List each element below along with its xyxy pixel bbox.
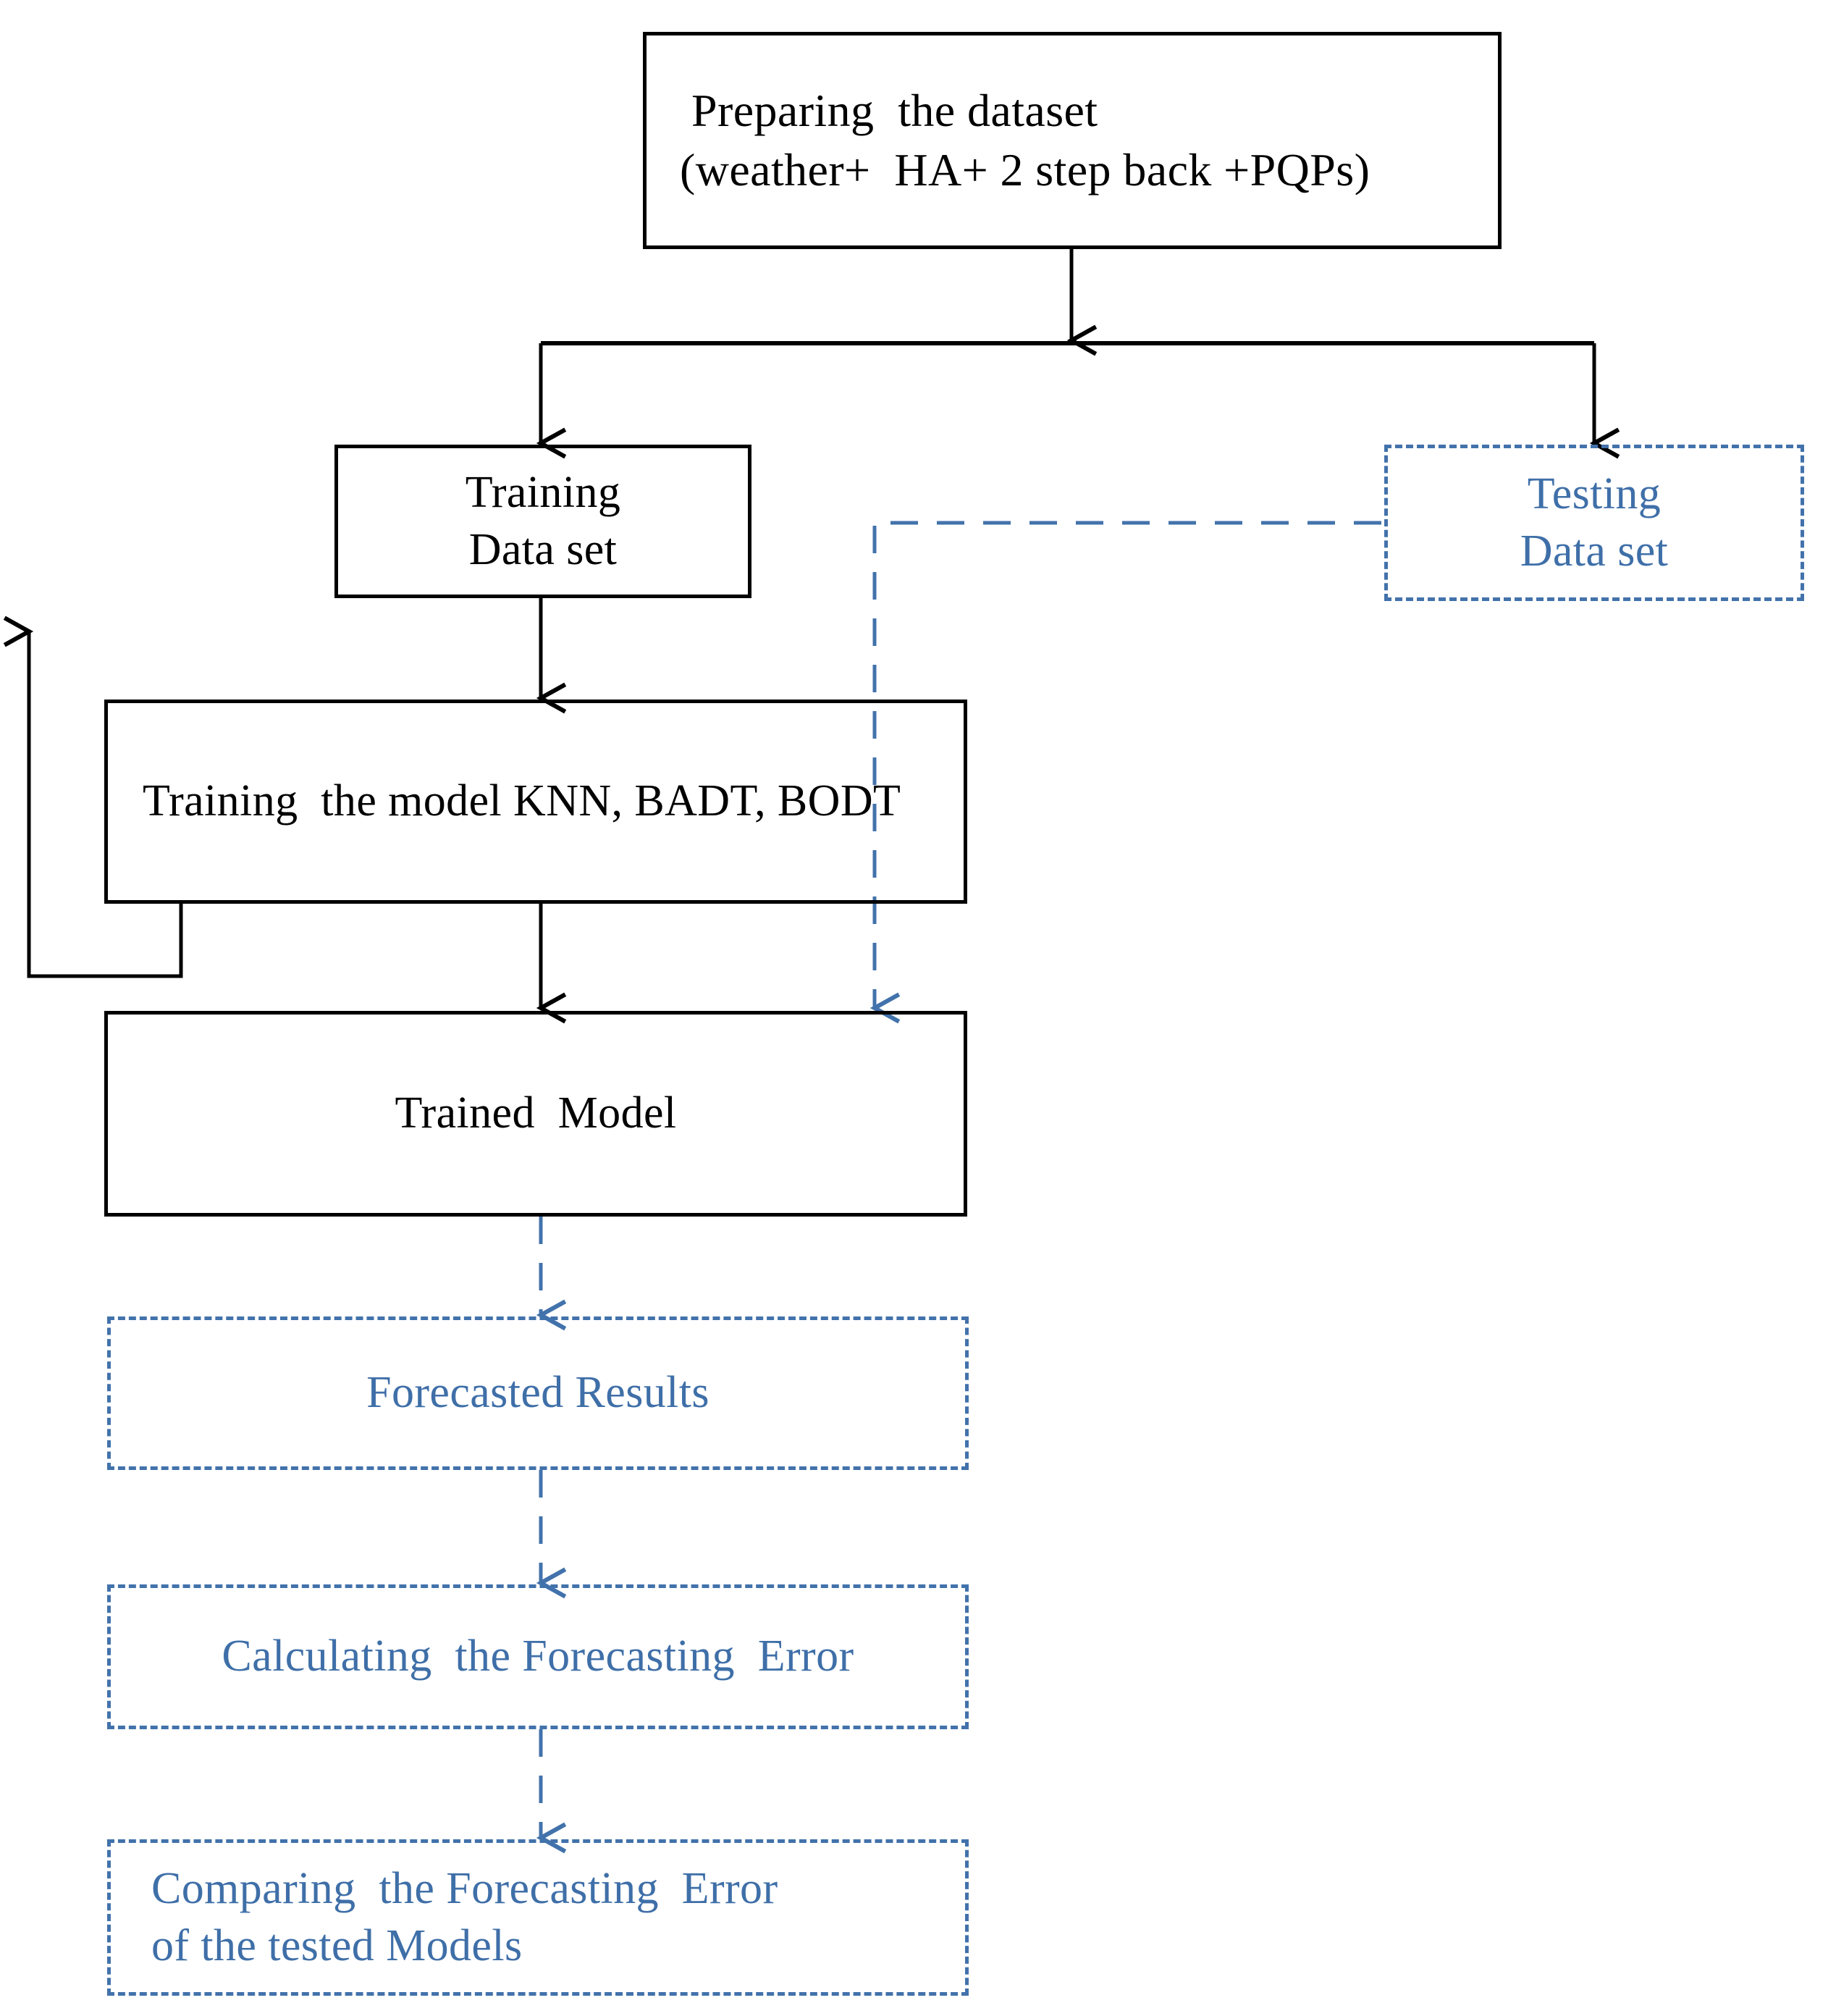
node-calculating-forecasting-error-line1: Calculating the Forecasting Error xyxy=(222,1631,854,1681)
node-forecasted-results[interactable]: Forecasted Results xyxy=(107,1316,969,1470)
node-training-data-set-line2: Data set xyxy=(468,525,618,574)
node-prepare-dataset-line2: (weather+ HA+ 2 step back +PQPs) xyxy=(680,144,1370,196)
node-trained-model-line1: Trained Model xyxy=(395,1088,677,1138)
node-calculating-forecasting-error[interactable]: Calculating the Forecasting Error xyxy=(107,1584,969,1729)
edge-model-retrain-loop xyxy=(3,616,183,978)
node-forecasted-results-line1: Forecasted Results xyxy=(366,1368,709,1418)
node-training-the-model-line1: Training the model KNN, BADT, BODT xyxy=(143,776,901,826)
node-testing-data-set[interactable]: Testing Data set xyxy=(1384,445,1804,601)
node-comparing-forecasting-error[interactable]: Comparing the Forecasting Error of the t… xyxy=(107,1839,969,1996)
node-testing-data-set-line2: Data set xyxy=(1520,526,1669,576)
node-training-data-set-line1: Training xyxy=(465,467,621,517)
node-training-the-model[interactable]: Training the model KNN, BADT, BODT xyxy=(104,700,967,904)
node-comparing-forecasting-error-line1: Comparing the Forecasting Error xyxy=(151,1863,778,1913)
node-comparing-forecasting-error-line2: of the tested Models xyxy=(151,1921,523,1970)
node-prepare-dataset[interactable]: Preparing the dataset (weather+ HA+ 2 st… xyxy=(643,32,1502,249)
node-trained-model[interactable]: Trained Model xyxy=(104,1011,967,1217)
node-testing-data-set-line1: Testing xyxy=(1527,469,1662,518)
node-prepare-dataset-line1: Preparing the dataset xyxy=(691,85,1098,137)
node-training-data-set[interactable]: Training Data set xyxy=(334,445,751,598)
